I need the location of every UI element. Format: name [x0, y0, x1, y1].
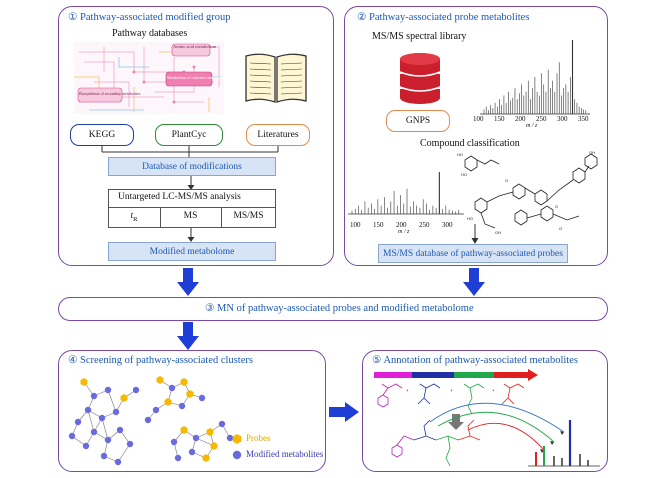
- spec2-tick-300: 300: [442, 221, 453, 229]
- spec1-tick-350: 350: [578, 115, 589, 123]
- modified-metabolome: Modified metabolome: [108, 242, 276, 261]
- spec1-tick-150: 150: [494, 115, 505, 123]
- source-kegg: KEGG: [70, 124, 134, 146]
- spec2-tick-250: 250: [419, 221, 430, 229]
- network-graph: [68, 376, 234, 466]
- db-label-secondary: Biosynthesis of secondary metabolites: [79, 91, 141, 96]
- spec2-axis-label: m / z: [398, 229, 410, 235]
- pathway-databases-label: Pathway databases: [112, 28, 188, 39]
- big-arrow-1: [177, 268, 199, 296]
- panel3-title: ③ MN of pathway-associated probes and mo…: [205, 303, 474, 314]
- lcms-col-ms: MS: [183, 211, 198, 221]
- compound-classification-label: Compound classification: [420, 138, 520, 149]
- svg-text:O: O: [505, 178, 508, 183]
- panel1-title: ① Pathway-associated modified group: [68, 12, 231, 23]
- gnps-box: GNPS: [386, 110, 450, 132]
- svg-text:HO: HO: [467, 216, 473, 221]
- lcms-col-divider-2: [221, 207, 222, 228]
- arrow-down-2: [187, 228, 195, 242]
- probe-legend-icon: [232, 434, 242, 444]
- svg-text:O: O: [555, 204, 558, 209]
- lcms-title: Untargeted LC-MS/MS analysis: [118, 192, 241, 202]
- spectral-library-label: MS/MS spectral library: [372, 31, 467, 42]
- panel5-title: ⑤ Annotation of pathway-associated metab…: [372, 355, 578, 366]
- source-plantcyc: PlantCyc: [155, 124, 223, 146]
- svg-text:OH: OH: [589, 150, 595, 155]
- spec1-tick-250: 250: [536, 115, 547, 123]
- spec2-tick-200: 200: [396, 221, 407, 229]
- database-icon: [399, 53, 441, 104]
- spec2-tick-100: 100: [350, 221, 361, 229]
- lcms-divider: [108, 207, 276, 208]
- svg-text:HO: HO: [461, 172, 467, 177]
- book-icon: [245, 53, 307, 103]
- modified-legend-icon: [232, 450, 242, 460]
- lcms-col-r: R: [133, 215, 138, 223]
- source-literatures: Literatures: [246, 124, 310, 146]
- lcms-col-msms: MS/MS: [233, 211, 264, 221]
- pathway-map-image: [74, 42, 224, 114]
- legend-modified-metabolites: Modified metabolites: [246, 449, 324, 459]
- db-label-amino-acid: Amino acid metabolism: [173, 44, 217, 49]
- panel-probe-metabolites: [344, 6, 608, 266]
- database-of-modifications: Database of modifications: [108, 157, 276, 176]
- lcms-col-t: t: [130, 211, 134, 221]
- probes-database: MS/MS database of pathway-associated pro…: [378, 244, 568, 263]
- panel-annotation: [362, 350, 608, 472]
- lcms-analysis-box: [108, 189, 276, 228]
- legend-probes: Probes: [246, 433, 271, 443]
- spec1-tick-100: 100: [473, 115, 484, 123]
- svg-text:O: O: [559, 226, 562, 231]
- panel2-title: ② Pathway-associated probe metabolites: [357, 12, 530, 23]
- panel-molecular-network: [58, 297, 608, 321]
- panel4-title: ④ Screening of pathway-associated cluste…: [68, 355, 253, 366]
- svg-text:HO: HO: [457, 152, 463, 157]
- svg-text:OH: OH: [495, 230, 501, 235]
- big-arrow-2: [463, 268, 485, 296]
- lcms-col-divider-1: [160, 207, 161, 228]
- svg-text:+: +: [406, 388, 409, 393]
- spec1-tick-200: 200: [515, 115, 526, 123]
- big-arrow-right: [329, 402, 359, 422]
- annotation-scheme-image: + + +: [374, 369, 600, 467]
- spectrum-1: [480, 40, 590, 115]
- svg-text:+: +: [492, 388, 495, 393]
- lcms-col-tr: tR: [108, 211, 160, 223]
- spec2-tick-150: 150: [373, 221, 384, 229]
- chemical-structures-image: HO HO O O HO OH OH O: [457, 150, 598, 235]
- spec1-axis-label: m / z: [526, 123, 538, 129]
- spectrum-2: [348, 172, 464, 215]
- big-arrow-3: [177, 322, 199, 350]
- db-label-cofactors: Metabolism of cofactors and vitamins: [167, 75, 228, 80]
- arrow-down-3: [471, 224, 479, 244]
- svg-text:+: +: [450, 388, 453, 393]
- spec1-tick-300: 300: [557, 115, 568, 123]
- arrow-down-1: [187, 176, 195, 190]
